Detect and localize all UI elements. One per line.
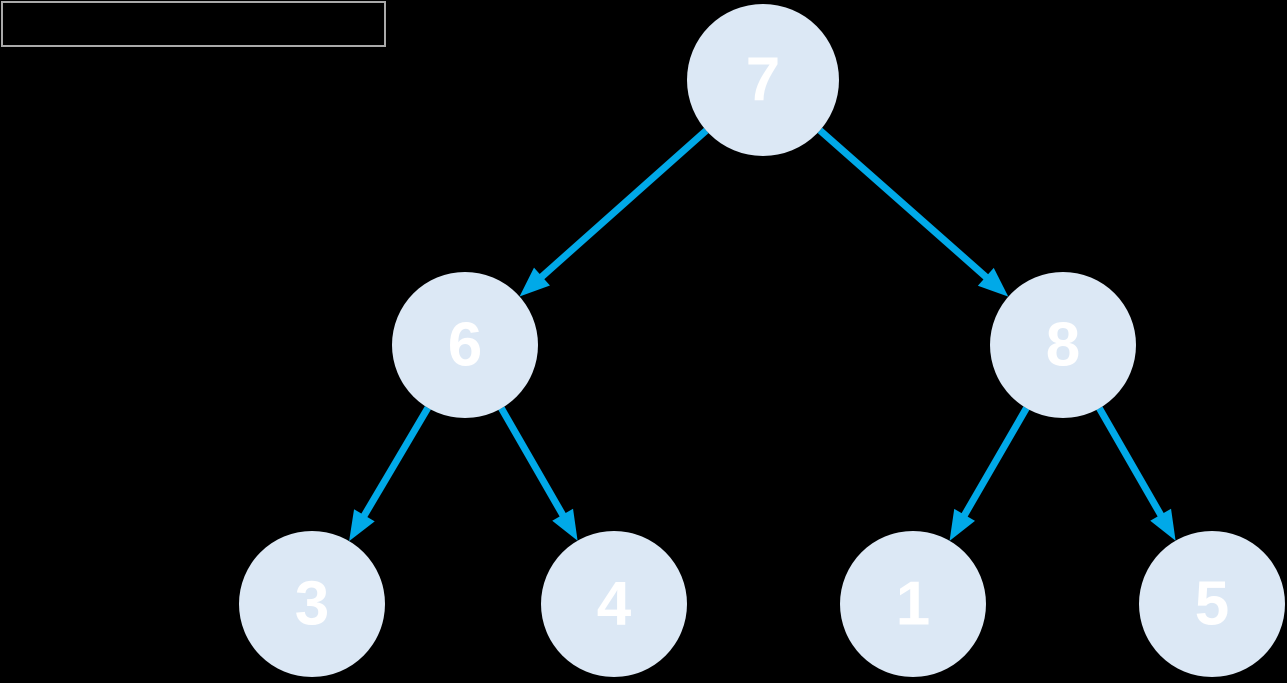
node-circle-7[interactable] bbox=[687, 4, 839, 156]
tree-node-3[interactable]: 3 bbox=[239, 531, 385, 677]
tree-edge-n6-n3 bbox=[359, 406, 431, 521]
tree-node-8[interactable]: 8 bbox=[990, 272, 1136, 418]
node-label-6: 6 bbox=[448, 311, 482, 380]
node-label-8: 8 bbox=[1046, 311, 1080, 380]
node-label-4: 4 bbox=[597, 570, 632, 639]
node-label-1: 1 bbox=[896, 570, 930, 639]
node-label-7: 7 bbox=[746, 46, 780, 115]
node-circle-1[interactable] bbox=[840, 531, 986, 677]
arrowhead-n7-n8 bbox=[977, 267, 1009, 297]
arrowhead-n7-n6 bbox=[519, 267, 550, 297]
node-circle-5[interactable] bbox=[1139, 531, 1285, 677]
tree-edge-n8-n1 bbox=[959, 406, 1030, 521]
nodes-layer: 7 6 8 3 4 1 5 bbox=[239, 4, 1285, 677]
arrowhead-n8-n1 bbox=[949, 508, 976, 541]
arrowhead-n6-n4 bbox=[552, 508, 578, 541]
node-circle-4[interactable] bbox=[541, 531, 687, 677]
node-circle-8[interactable] bbox=[990, 272, 1136, 418]
tree-node-4[interactable]: 4 bbox=[541, 531, 687, 677]
arrowhead-n6-n3 bbox=[349, 509, 375, 542]
tree-edge-n7-n6 bbox=[536, 127, 709, 282]
tree-node-7[interactable]: 7 bbox=[687, 4, 839, 156]
node-circle-3[interactable] bbox=[239, 531, 385, 677]
node-label-3: 3 bbox=[295, 570, 329, 639]
tree-node-1[interactable]: 1 bbox=[840, 531, 986, 677]
tree-edge-n7-n8 bbox=[817, 127, 992, 283]
edges-layer bbox=[349, 127, 1176, 542]
tree-edge-n8-n5 bbox=[1096, 406, 1166, 520]
tree-node-6[interactable]: 6 bbox=[392, 272, 538, 418]
tree-node-5[interactable]: 5 bbox=[1139, 531, 1285, 677]
tree-edge-n6-n4 bbox=[498, 406, 568, 520]
arrowhead-n8-n5 bbox=[1150, 508, 1176, 541]
node-circle-6[interactable] bbox=[392, 272, 538, 418]
node-label-5: 5 bbox=[1195, 570, 1229, 639]
empty-text-box[interactable] bbox=[1, 1, 386, 47]
